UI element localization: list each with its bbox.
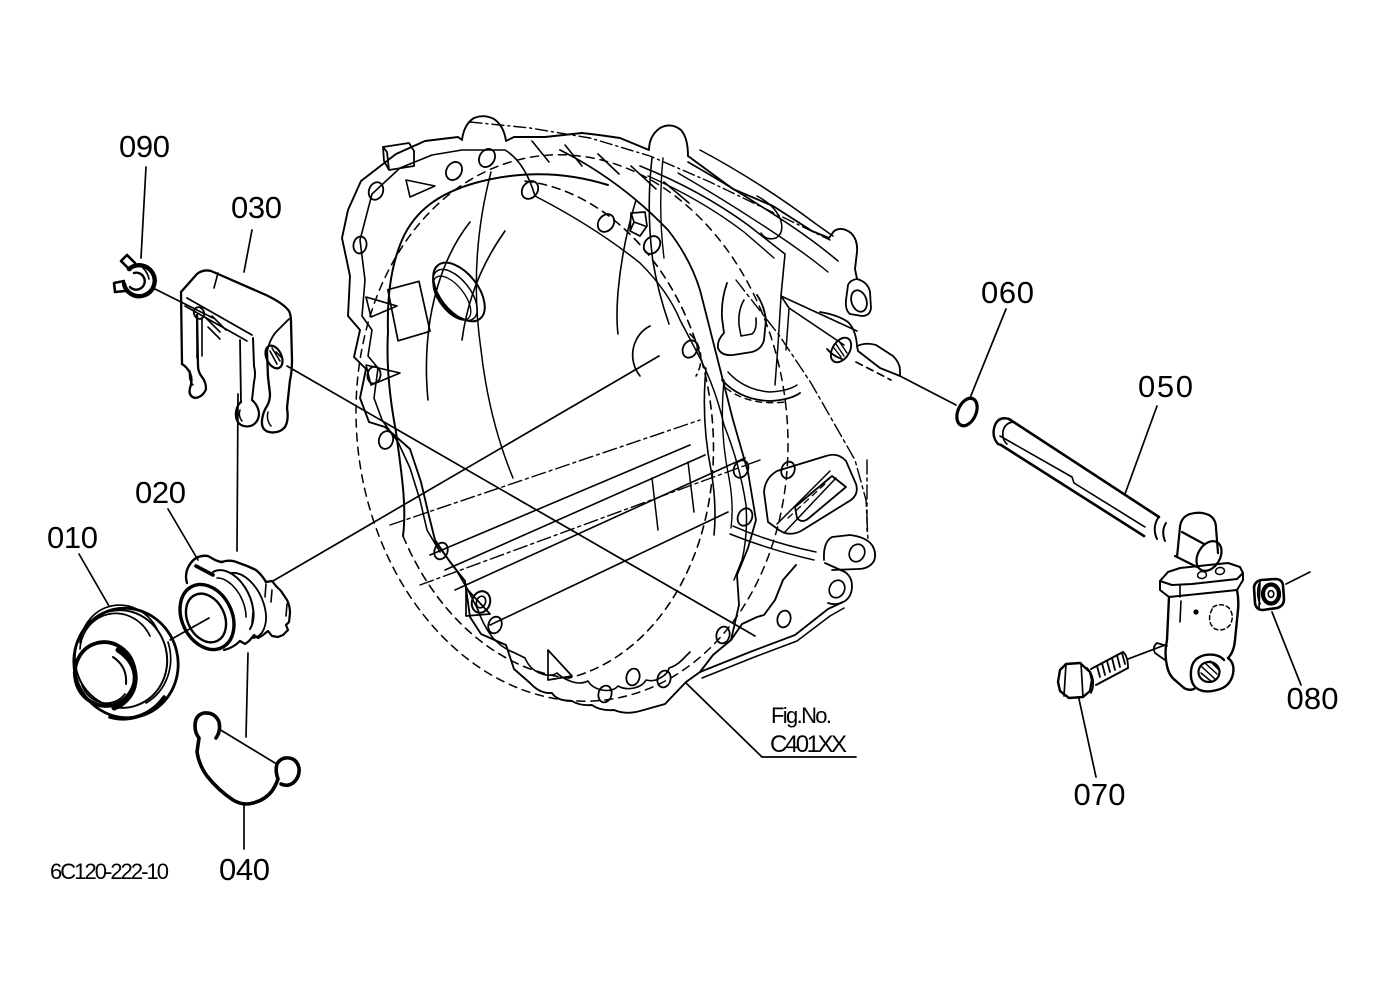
svg-text:040: 040 xyxy=(219,852,270,887)
svg-text:070: 070 xyxy=(1074,777,1126,812)
svg-text:6C120-222-10: 6C120-222-10 xyxy=(50,859,169,884)
svg-text:010: 010 xyxy=(47,520,98,555)
svg-text:030: 030 xyxy=(231,190,282,225)
svg-text:Fig.No.: Fig.No. xyxy=(771,703,832,728)
svg-text:020: 020 xyxy=(135,475,186,510)
svg-text:090: 090 xyxy=(119,129,170,164)
svg-text:080: 080 xyxy=(1287,681,1339,716)
svg-text:C401XX: C401XX xyxy=(770,731,847,758)
svg-text:050: 050 xyxy=(1138,369,1193,404)
svg-text:060: 060 xyxy=(981,275,1034,310)
